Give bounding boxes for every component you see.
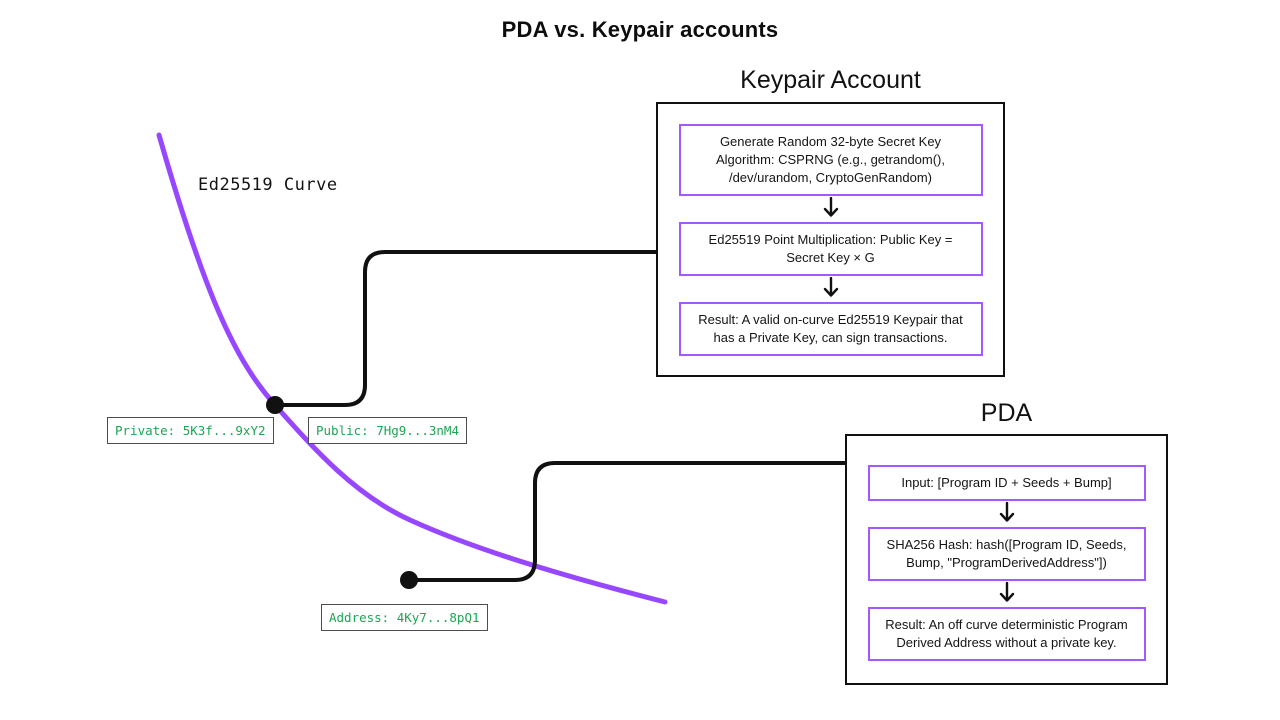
public-key-tag: Public: 7Hg9...3nM4	[308, 417, 467, 444]
page-title: PDA vs. Keypair accounts	[501, 17, 779, 42]
on-curve-point	[266, 396, 284, 414]
keypair-account-heading: Keypair Account	[740, 66, 921, 94]
keypair-connector-line	[275, 250, 657, 407]
pda-step-input: Input: [Program ID + Seeds + Bump]	[867, 465, 1146, 501]
down-arrow-icon	[823, 276, 839, 302]
private-key-tag: Private: 5K3f...9xY2	[107, 417, 274, 444]
ed25519-curve-label: Ed25519 Curve	[198, 175, 338, 195]
keypair-account-panel: Generate Random 32-byte Secret Key Algor…	[656, 102, 1005, 377]
pda-panel: Input: [Program ID + Seeds + Bump] SHA25…	[845, 434, 1168, 685]
pda-step-result: Result: An off curve deterministic Progr…	[867, 607, 1146, 661]
keypair-step-result: Result: A valid on-curve Ed25519 Keypair…	[678, 302, 983, 356]
off-curve-point	[400, 571, 418, 589]
down-arrow-icon	[823, 196, 839, 222]
pda-connector-line	[409, 461, 846, 582]
pda-step-sha256-hash: SHA256 Hash: hash([Program ID, Seeds, Bu…	[867, 527, 1146, 581]
down-arrow-icon	[999, 501, 1015, 527]
keypair-step-point-multiplication: Ed25519 Point Multiplication: Public Key…	[678, 222, 983, 276]
ed25519-curve-path	[156, 132, 668, 605]
down-arrow-icon	[999, 581, 1015, 607]
address-tag: Address: 4Ky7...8pQ1	[321, 604, 488, 631]
keypair-step-generate-secret: Generate Random 32-byte Secret Key Algor…	[678, 124, 983, 196]
pda-heading: PDA	[980, 399, 1033, 427]
